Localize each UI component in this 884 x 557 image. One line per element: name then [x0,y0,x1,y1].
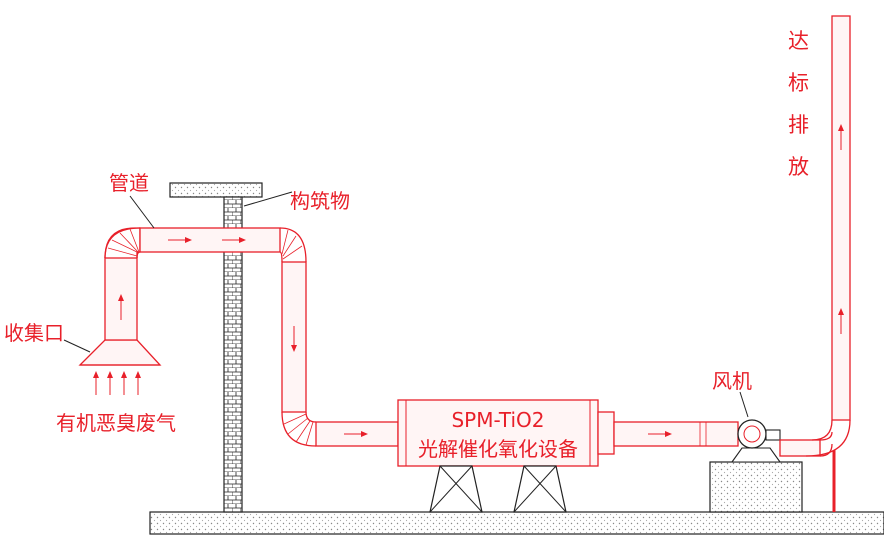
inlet-arrows [93,371,141,395]
building-structure [169,182,293,513]
up-arrow-icon [838,308,844,334]
up-arrow-icon [121,371,127,395]
emission-char: 排 [788,113,809,137]
emission-char: 达 [788,29,809,53]
pipe-label: 管道 [109,171,149,195]
collector-label: 收集口 [4,321,64,345]
up-arrow-icon [93,371,99,395]
up-arrow-icon [135,371,141,395]
emission-label: 达 标 排 放 [788,29,809,179]
up-arrow-icon [107,371,113,395]
exhaust-stack [779,15,851,512]
up-arrow-icon [118,294,124,320]
fan-label: 风机 [712,369,752,393]
fan-unit [709,391,803,513]
photolysis-device: SPM-TiO2 光解催化氧化设备 [397,399,615,467]
collector-hood [78,339,162,366]
device-model-label: SPM-TiO2 [451,408,544,432]
exhaust-gas-label: 有机恶臭废气 [56,411,176,435]
right-arrow-icon [344,431,368,437]
duct-to-fan [613,421,739,447]
ground-slab [149,511,884,535]
duct-flow-arrows [118,237,368,437]
device-supports [429,465,567,513]
right-arrow-icon [222,237,246,243]
up-arrow-icon [838,124,844,150]
structure-label: 构筑物 [290,189,350,213]
down-arrow-icon [291,326,297,352]
device-name-label: 光解催化氧化设备 [418,437,578,461]
right-arrow-icon [168,237,192,243]
emission-char: 放 [788,155,809,179]
right-arrow-icon [648,431,672,437]
emission-char: 标 [788,71,809,95]
